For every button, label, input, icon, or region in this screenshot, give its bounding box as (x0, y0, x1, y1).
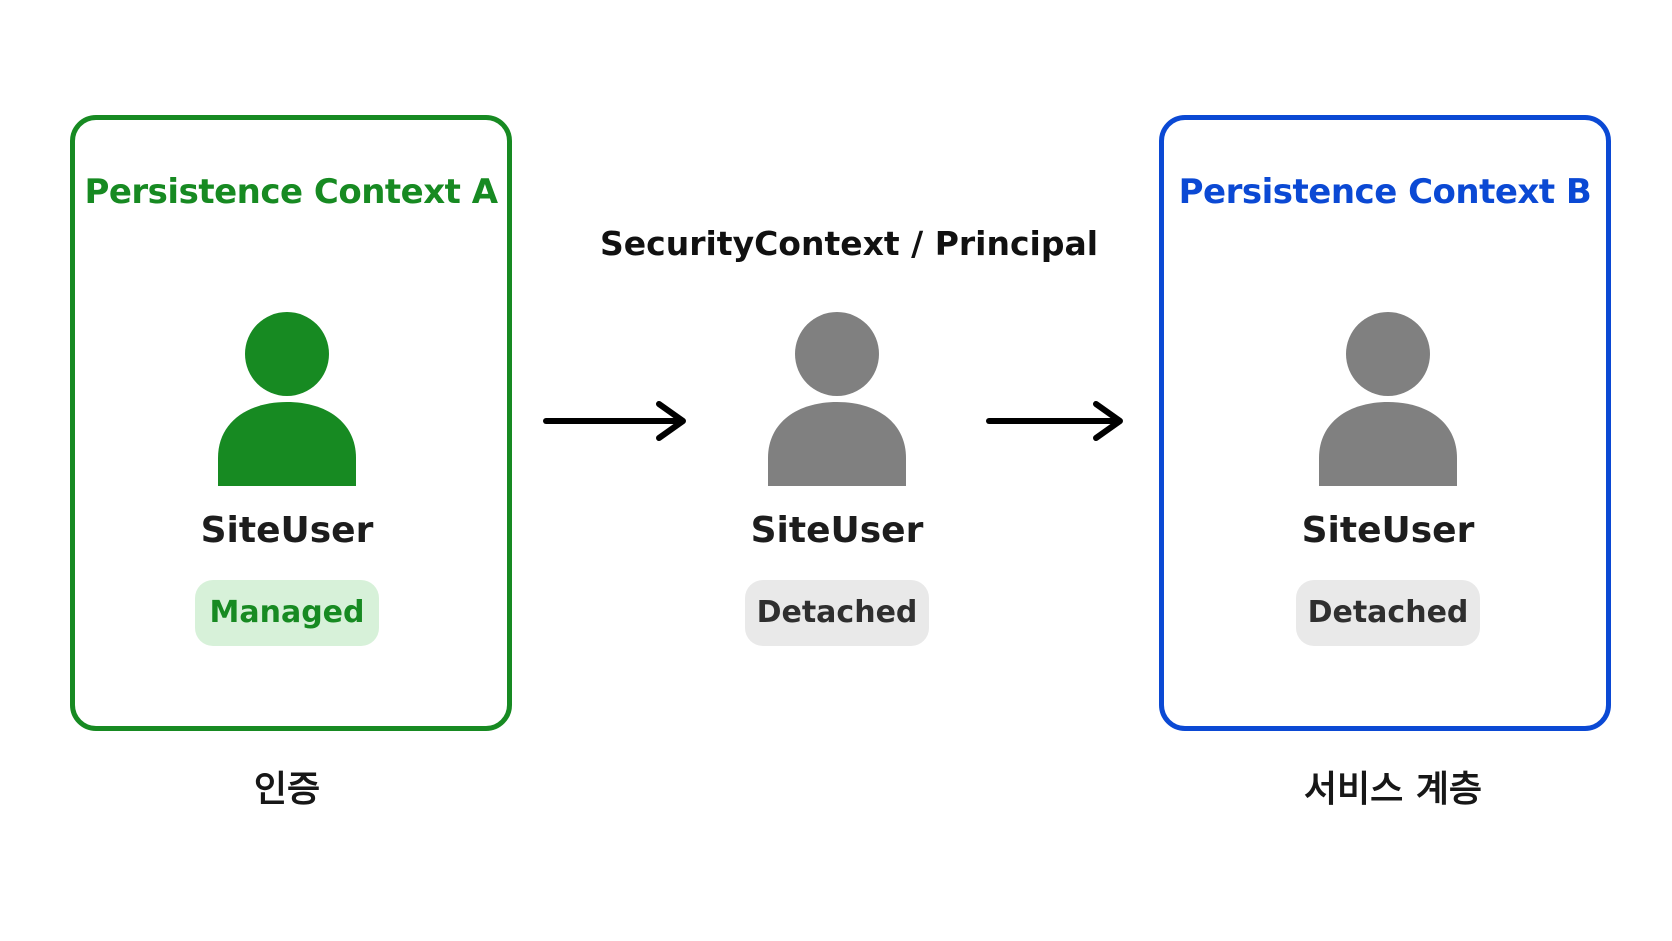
person-icon (1319, 310, 1457, 486)
person-icon (768, 310, 906, 486)
site-user-entity-detached-service: SiteUser Detached (1278, 310, 1498, 660)
detached-state-badge: Detached (745, 580, 929, 646)
entity-name: SiteUser (1301, 510, 1475, 551)
managed-state-badge: Managed (195, 580, 379, 646)
persistence-context-a-title: Persistence Context A (84, 172, 498, 212)
site-user-entity-detached-principal: SiteUser Detached (727, 310, 947, 660)
authentication-layer-label: 인증 (253, 769, 321, 810)
persistence-context-b-title: Persistence Context B (1178, 172, 1592, 212)
site-user-entity-managed: SiteUser Managed (177, 310, 397, 660)
arrow-right-icon (986, 396, 1128, 446)
security-context-principal-label: SecurityContext / Principal (600, 224, 1099, 263)
arrow-right-icon (543, 396, 691, 446)
person-icon (218, 310, 356, 486)
entity-name: SiteUser (200, 510, 374, 551)
service-layer-label: 서비스 계층 (1303, 769, 1483, 810)
entity-name: SiteUser (750, 510, 924, 551)
detached-state-badge: Detached (1296, 580, 1480, 646)
